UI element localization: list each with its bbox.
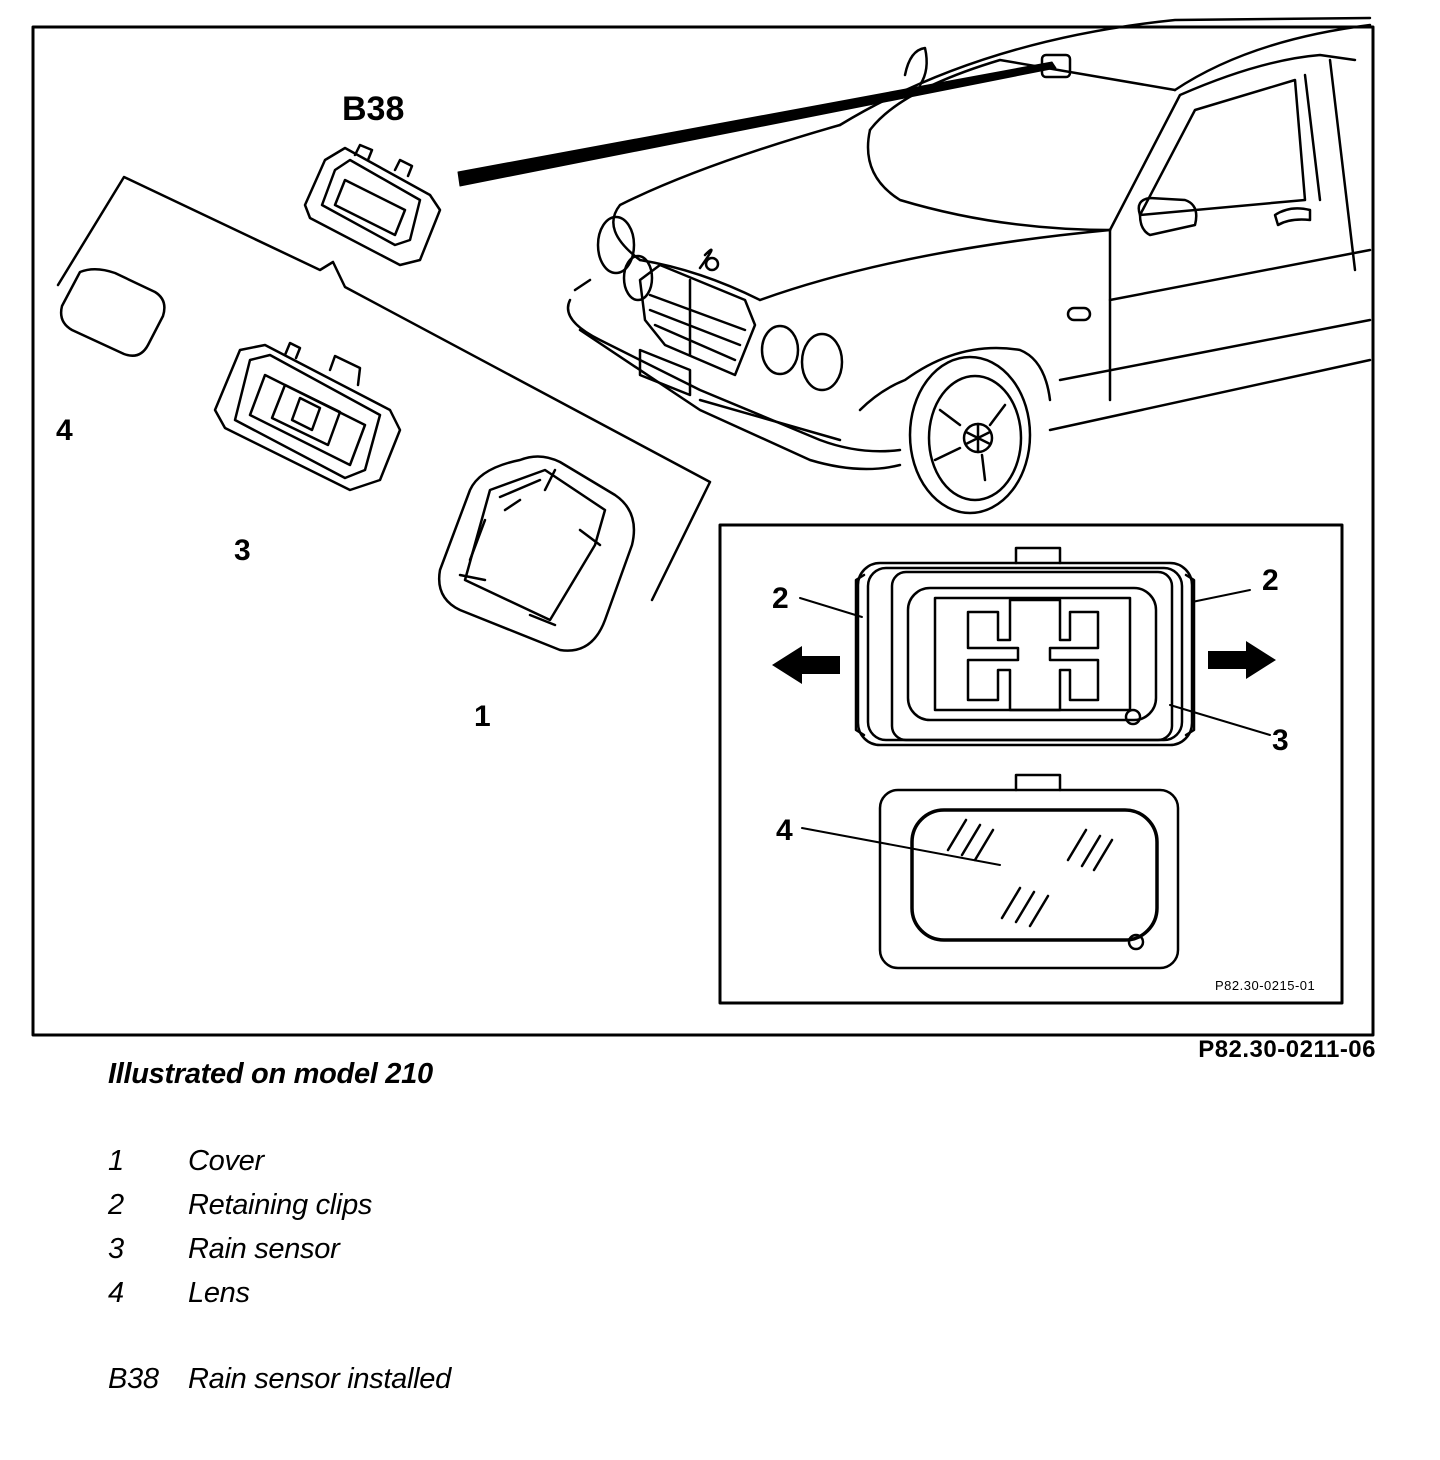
rain-sensor-drawing [213, 341, 402, 492]
legend-number: B38 [108, 1363, 159, 1395]
callout-lens-main: 4 [56, 414, 73, 447]
legend-label: Lens [188, 1277, 250, 1309]
arrow-right [1208, 641, 1276, 679]
inset-sensor-drawing [854, 546, 1196, 747]
inset-lens-drawing [878, 773, 1180, 970]
callout-sensor-detail: 3 [1272, 724, 1289, 757]
lens-drawing [59, 268, 166, 357]
legend-number: 3 [108, 1233, 124, 1265]
cover-drawing [437, 455, 636, 652]
legend-label: Rain sensor [188, 1233, 340, 1265]
leader-clip-left [799, 597, 863, 618]
b38-sensor-drawing [303, 143, 442, 267]
callout-lens-detail: 4 [776, 814, 793, 847]
legend-number: 1 [108, 1145, 124, 1177]
legend-label: Cover [188, 1145, 264, 1177]
car-illustration [566, 16, 1372, 515]
callout-clips-left: 2 [772, 582, 789, 615]
inset-code: P82.30-0215-01 [1215, 978, 1315, 993]
break-line [56, 175, 712, 602]
detail-inset-frame [718, 523, 1344, 1005]
callout-cover: 1 [474, 700, 491, 733]
leader-clip-right [1191, 589, 1251, 603]
legend-label: Rain sensor installed [188, 1363, 451, 1395]
callout-sensor-main: 3 [234, 534, 251, 567]
figure-caption: Illustrated on model 210 [108, 1058, 433, 1090]
outer-frame [31, 25, 1375, 1037]
diagram-figure: B38 4 3 1 2 2 3 4 P82.30-0215-01 [31, 16, 1375, 1037]
arrow-left [772, 646, 840, 684]
figure-code: P82.30-0211-06 [1198, 1036, 1376, 1063]
leader-lens-detail [801, 827, 1001, 866]
callout-b38: B38 [342, 90, 404, 128]
legend-label: Retaining clips [188, 1189, 373, 1221]
location-pointer [457, 61, 1057, 187]
legend-number: 2 [108, 1189, 124, 1221]
leader-sensor-detail [1169, 704, 1271, 736]
legend-number: 4 [108, 1277, 124, 1309]
callout-clips-right: 2 [1262, 564, 1279, 597]
